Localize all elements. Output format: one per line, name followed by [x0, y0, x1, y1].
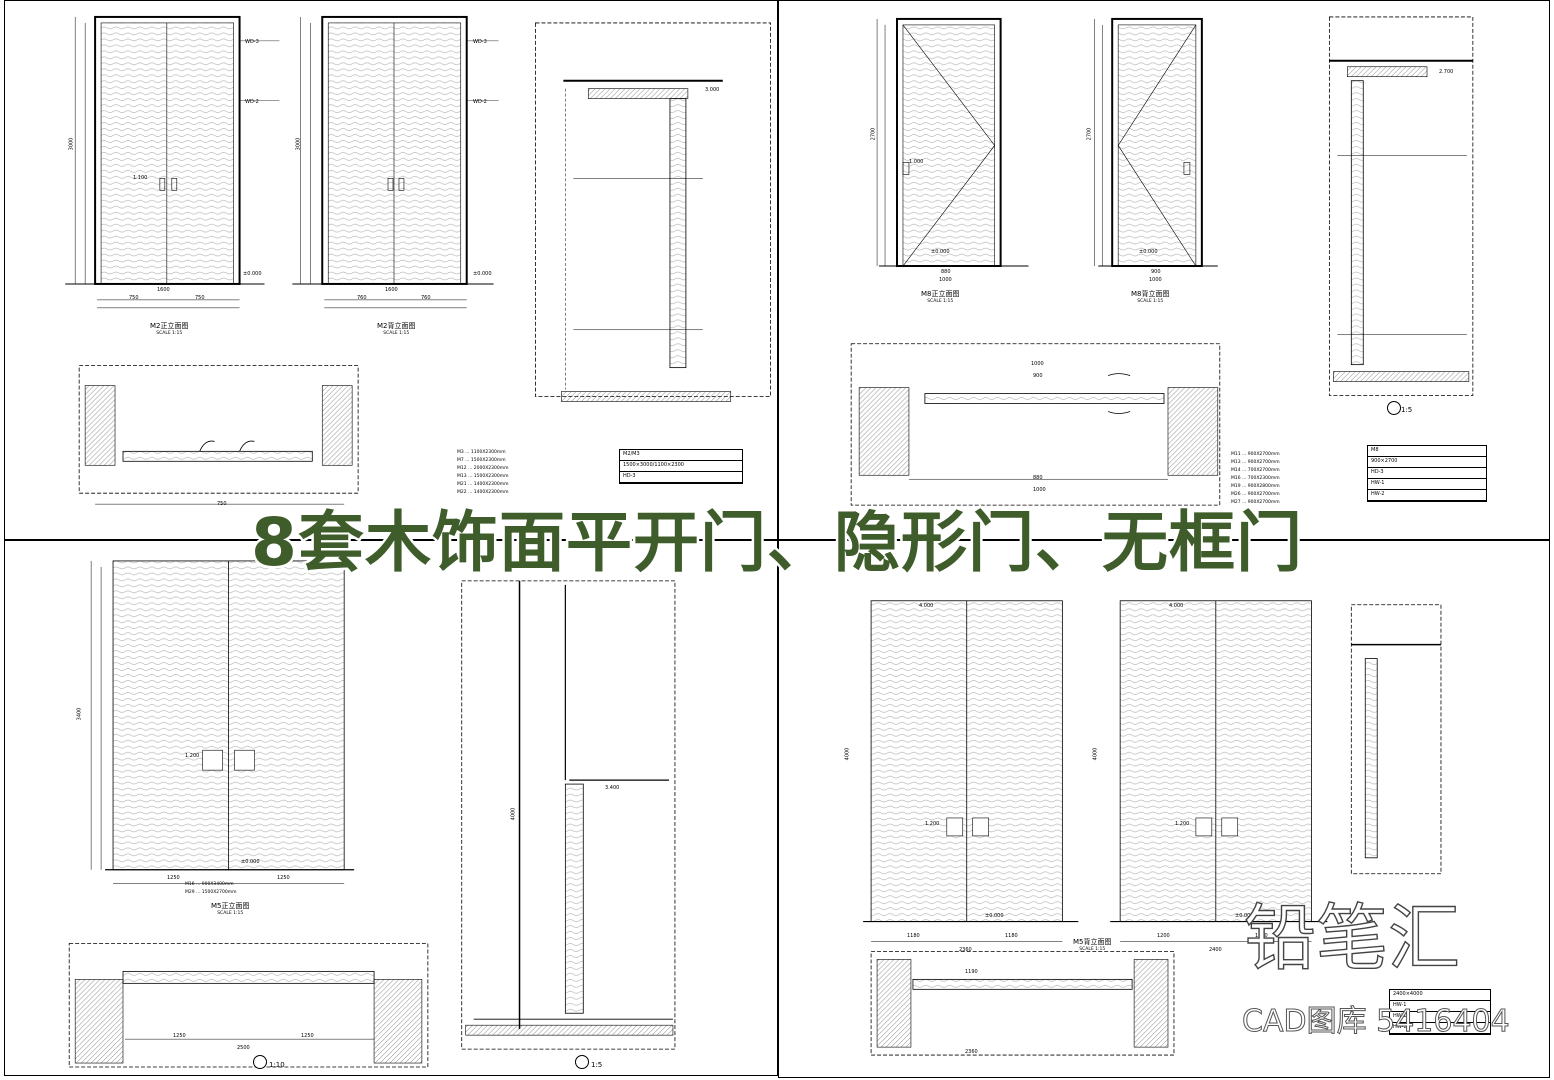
m5-plan-marker [253, 1055, 267, 1069]
m8-elev-floor: ±0.000 [1139, 249, 1158, 255]
m8-plan-dim: 1000 [1031, 361, 1044, 367]
m8-plan-dim: 900 [1033, 373, 1043, 379]
m5b-elev-floor: ±0.000 [985, 913, 1004, 919]
m2-elev-handle: 1.100 [133, 175, 148, 181]
m8-plan-dim: 880 [1033, 475, 1043, 481]
m8-elev-handle: 1.000 [909, 159, 924, 165]
brand-logo: 铅笔汇 [1243, 896, 1461, 980]
m8-dim-height: 2700 [870, 127, 877, 141]
m2-elev-floor: ±0.000 [243, 271, 262, 277]
m5-elev-floor: ±0.000 [241, 859, 260, 865]
m5-plan-dim: 1250 [301, 1033, 314, 1039]
m5b-elev-top: 4.000 [1169, 603, 1184, 609]
m2-line-drawing [65, 15, 771, 505]
m8-dim: 1000 [939, 277, 952, 283]
m5-section-height: 4000 [510, 807, 517, 821]
brand-logo-subtitle: CAD图库 5416404 [1242, 1004, 1511, 1040]
m5b-elev-handle: 1.200 [925, 821, 940, 827]
m5b-elev-top: 4.000 [919, 603, 934, 609]
panel-m5-back-drawings: 1180 1180 2360 1200 1200 2400 4000 4000 … [778, 540, 1550, 1078]
m5-elev-top: 3.400 [605, 785, 620, 791]
m5b-elev-handle: 1.200 [1175, 821, 1190, 827]
m2-dim-leaf: 760 [421, 295, 431, 301]
m2-tag: WD-3 [473, 39, 487, 45]
m5b-elev-floor: ±0.000 [1235, 913, 1254, 919]
m8-dim: 880 [941, 269, 951, 275]
m5b-dim: 2360 [959, 947, 972, 953]
m5-elev-handle: 1.200 [185, 753, 200, 759]
m8-dim: 1000 [1149, 277, 1162, 283]
m2-dim-height: 3000 [68, 137, 75, 151]
banner-title: 8套木饰面平开门、隐形门、无框门 [249, 502, 1305, 584]
m5b-line-drawing [863, 600, 1442, 1056]
m2-tag: WD-3 [245, 39, 259, 45]
m5b-plan-dim: 2360 [965, 1049, 978, 1055]
m2-tag: WD-2 [473, 99, 487, 105]
m5b-dim: 1180 [907, 933, 920, 939]
m5b-dim: 1200 [1157, 933, 1170, 939]
m2-dim-height: 3000 [295, 137, 302, 151]
m2-dim-width: 1600 [385, 287, 398, 293]
panel-m8-drawings: 880 1000 900 1000 2700 2700 ±0.000 ±0.00… [778, 0, 1550, 540]
m5-dim: 1250 [167, 875, 180, 881]
m2-dim-leaf: 750 [195, 295, 205, 301]
m8-dim: 900 [1151, 269, 1161, 275]
panel-m2-drawings: 1600 750 750 1600 760 760 3000 3000 1.10… [4, 0, 778, 540]
m8-section-scale: 1:5 [1401, 406, 1413, 414]
m8-dim-height: 2700 [1086, 127, 1093, 141]
m8-line-drawing [850, 16, 1474, 506]
m5-plan-dim: 1250 [173, 1033, 186, 1039]
m2-dim-width: 1600 [157, 287, 170, 293]
m2-elev-top: 3.000 [705, 87, 720, 93]
m5b-dim-height: 4000 [1092, 747, 1099, 761]
m2-tag: WD-2 [245, 99, 259, 105]
m5-section-scale: 1:5 [591, 1061, 603, 1069]
m5-line-drawing [68, 560, 676, 1068]
m5-dim-height: 3400 [76, 707, 83, 721]
m8-plan-dim: 1000 [1033, 487, 1046, 493]
m5b-dim: 1200 [1255, 933, 1268, 939]
m8-elev-top: 2.700 [1439, 69, 1454, 75]
m5-plan-scale: 1:10 [269, 1061, 285, 1069]
m8-elev-floor: ±0.000 [931, 249, 950, 255]
panel-m5-drawings: 1250 1250 3400 1.200 ±0.000 3.400 4000 M… [4, 540, 778, 1076]
m2-dim-leaf: 750 [129, 295, 139, 301]
m5b-dim: 2400 [1209, 947, 1222, 953]
m5b-dim: 1180 [1005, 933, 1018, 939]
m5b-plan-dim: 1190 [965, 969, 978, 975]
m8-section-marker [1387, 401, 1401, 415]
m2-dim-leaf: 760 [357, 295, 367, 301]
m5-plan-dim: 2500 [237, 1045, 250, 1051]
m5b-dim-height: 4000 [844, 747, 851, 761]
m2-plan-dim: 750 [217, 501, 227, 507]
m5-section-marker [575, 1055, 589, 1069]
m5-dim: 1250 [277, 875, 290, 881]
m2-elev-floor: ±0.000 [473, 271, 492, 277]
